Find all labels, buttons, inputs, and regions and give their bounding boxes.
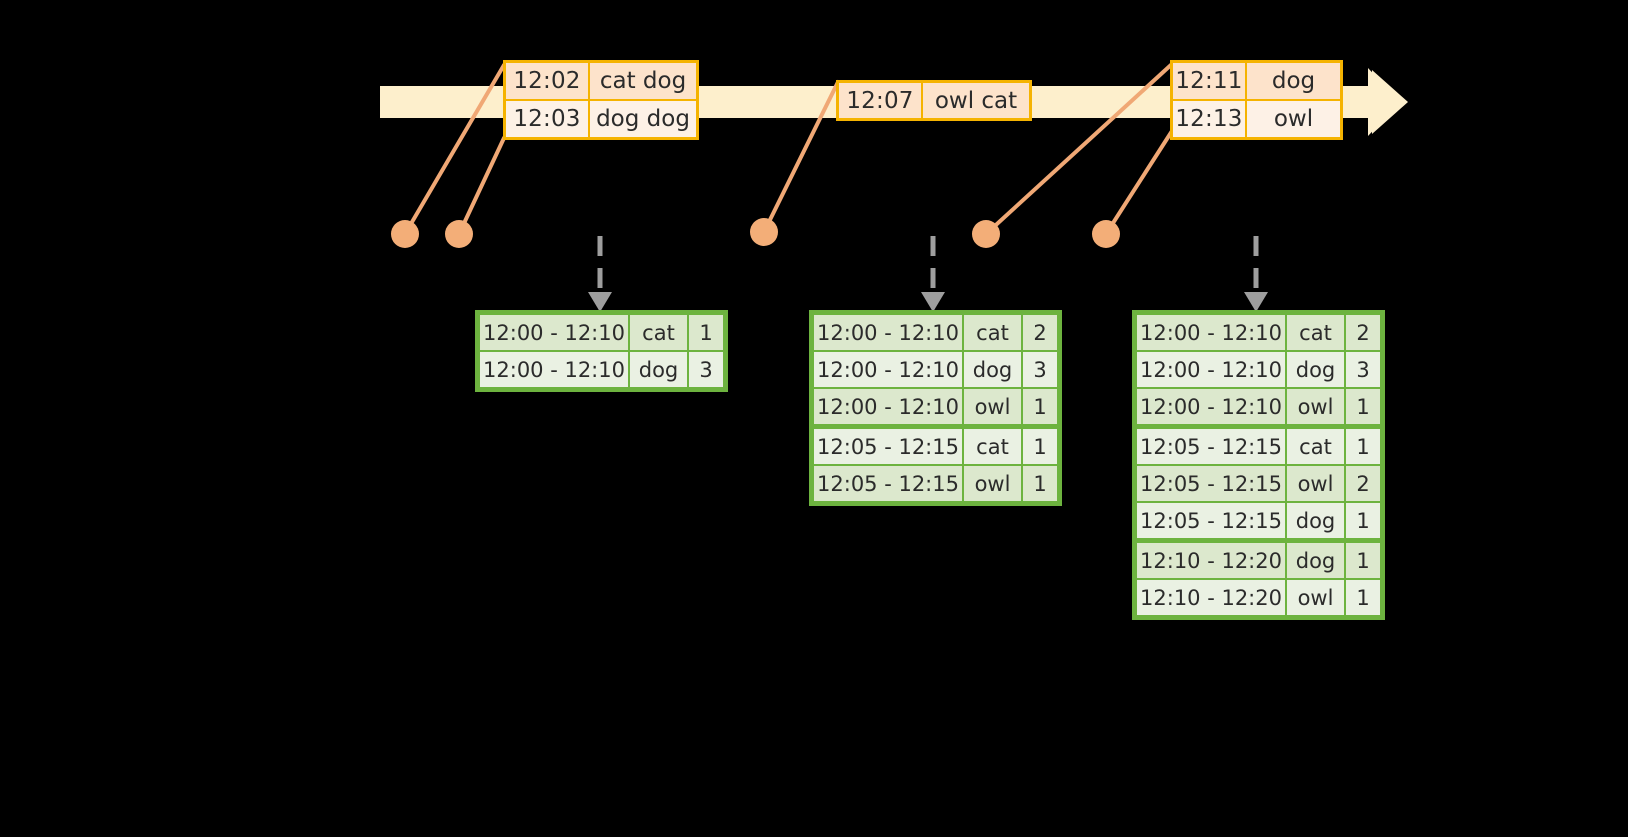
cell-word: dog (1287, 543, 1344, 578)
cell-window: 12:05 - 12:15 (1137, 429, 1285, 464)
event-time: 12:13 (1173, 101, 1247, 137)
table-row[interactable]: 12:10 - 12:20 owl 1 (1137, 580, 1380, 615)
table-row[interactable]: 12:05 - 12:15 owl 1 (814, 466, 1057, 501)
table-row[interactable]: 12:05 - 12:15 cat 1 (814, 429, 1057, 464)
cell-window: 12:10 - 12:20 (1137, 543, 1285, 578)
cell-window: 12:00 - 12:10 (1137, 352, 1285, 387)
connector-dots (391, 218, 1120, 248)
cell-count: 1 (1346, 429, 1380, 464)
cell-count: 3 (689, 352, 723, 387)
dot-5 (1092, 220, 1120, 248)
event-payload: cat dog (590, 63, 696, 99)
cell-window: 12:05 - 12:15 (814, 429, 962, 464)
cell-word: cat (964, 429, 1021, 464)
event-time: 12:07 (839, 83, 923, 118)
event-row[interactable]: 12:02 cat dog (506, 63, 696, 99)
table-row[interactable]: 12:05 - 12:15 owl 2 (1137, 466, 1380, 501)
cell-word: cat (964, 315, 1021, 350)
cell-count: 2 (1346, 466, 1380, 501)
table-row[interactable]: 12:00 - 12:10 cat 2 (814, 315, 1057, 350)
event-row[interactable]: 12:03 dog dog (506, 99, 696, 137)
connector-line-5 (1104, 129, 1174, 236)
table-row[interactable]: 12:05 - 12:15 dog 1 (1137, 503, 1380, 538)
cell-count: 2 (1023, 315, 1057, 350)
cell-window: 12:05 - 12:15 (814, 466, 962, 501)
cell-window: 12:00 - 12:10 (814, 389, 962, 424)
cell-count: 2 (1346, 315, 1380, 350)
table-row[interactable]: 12:10 - 12:20 dog 1 (1137, 543, 1380, 578)
event-row[interactable]: 12:11 dog (1173, 63, 1340, 99)
event-time: 12:03 (506, 101, 590, 137)
event-group-1[interactable]: 12:02 cat dog 12:03 dog dog (503, 60, 699, 140)
event-time: 12:11 (1173, 63, 1247, 99)
table-row[interactable]: 12:00 - 12:10 owl 1 (814, 389, 1057, 424)
cell-count: 1 (1023, 389, 1057, 424)
event-payload: dog (1247, 63, 1340, 99)
connector-line-2 (457, 136, 506, 236)
table-row[interactable]: 12:05 - 12:15 cat 1 (1137, 429, 1380, 464)
event-group-3[interactable]: 12:11 dog 12:13 owl (1170, 60, 1343, 140)
cell-window: 12:00 - 12:10 (1137, 315, 1285, 350)
cell-window: 12:00 - 12:10 (480, 352, 628, 387)
cell-word: owl (964, 466, 1021, 501)
cell-word: owl (964, 389, 1021, 424)
cell-word: cat (1287, 429, 1344, 464)
dot-4 (972, 220, 1000, 248)
event-payload: owl (1247, 101, 1340, 137)
cell-window: 12:00 - 12:10 (814, 352, 962, 387)
cell-window: 12:00 - 12:10 (480, 315, 628, 350)
cell-window: 12:10 - 12:20 (1137, 580, 1285, 615)
cell-count: 1 (1346, 389, 1380, 424)
table-row[interactable]: 12:00 - 12:10 dog 3 (1137, 352, 1380, 387)
cell-window: 12:00 - 12:10 (814, 315, 962, 350)
cell-word: cat (1287, 315, 1344, 350)
cell-window: 12:05 - 12:15 (1137, 466, 1285, 501)
table-row[interactable]: 12:00 - 12:10 cat 2 (1137, 315, 1380, 350)
cell-word: dog (1287, 503, 1344, 538)
cell-count: 1 (1346, 580, 1380, 615)
table-row[interactable]: 12:00 - 12:10 owl 1 (1137, 389, 1380, 424)
cell-count: 1 (1346, 543, 1380, 578)
emit-arrow-3 (1244, 236, 1268, 312)
event-group-2[interactable]: 12:07 owl cat (836, 80, 1032, 121)
result-table-2[interactable]: 12:00 - 12:10 cat 2 12:00 - 12:10 dog 3 … (809, 310, 1062, 506)
emit-arrow-2 (921, 236, 945, 312)
table-row[interactable]: 12:00 - 12:10 dog 3 (480, 352, 723, 387)
event-payload: owl cat (923, 83, 1029, 118)
cell-word: cat (630, 315, 687, 350)
table-row[interactable]: 12:00 - 12:10 cat 1 (480, 315, 723, 350)
cell-count: 1 (1023, 466, 1057, 501)
dot-1 (391, 220, 419, 248)
cell-word: dog (964, 352, 1021, 387)
connector-line-1 (403, 63, 506, 236)
cell-count: 1 (1023, 429, 1057, 464)
result-table-1[interactable]: 12:00 - 12:10 cat 1 12:00 - 12:10 dog 3 (475, 310, 728, 392)
cell-word: owl (1287, 466, 1344, 501)
connector-line-3 (762, 80, 840, 234)
cell-count: 3 (1346, 352, 1380, 387)
event-time: 12:02 (506, 63, 590, 99)
cell-word: dog (630, 352, 687, 387)
emit-arrow-1 (588, 236, 612, 312)
event-payload: dog dog (590, 101, 696, 137)
result-table-3[interactable]: 12:00 - 12:10 cat 2 12:00 - 12:10 dog 3 … (1132, 310, 1385, 620)
cell-word: owl (1287, 389, 1344, 424)
cell-window: 12:00 - 12:10 (1137, 389, 1285, 424)
cell-word: dog (1287, 352, 1344, 387)
emit-arrows (588, 236, 1268, 312)
table-row[interactable]: 12:00 - 12:10 dog 3 (814, 352, 1057, 387)
cell-count: 1 (689, 315, 723, 350)
cell-word: owl (1287, 580, 1344, 615)
cell-count: 1 (1346, 503, 1380, 538)
cell-window: 12:05 - 12:15 (1137, 503, 1285, 538)
event-row[interactable]: 12:07 owl cat (839, 83, 1029, 118)
event-row[interactable]: 12:13 owl (1173, 99, 1340, 137)
dot-3 (750, 218, 778, 246)
cell-count: 3 (1023, 352, 1057, 387)
dot-2 (445, 220, 473, 248)
